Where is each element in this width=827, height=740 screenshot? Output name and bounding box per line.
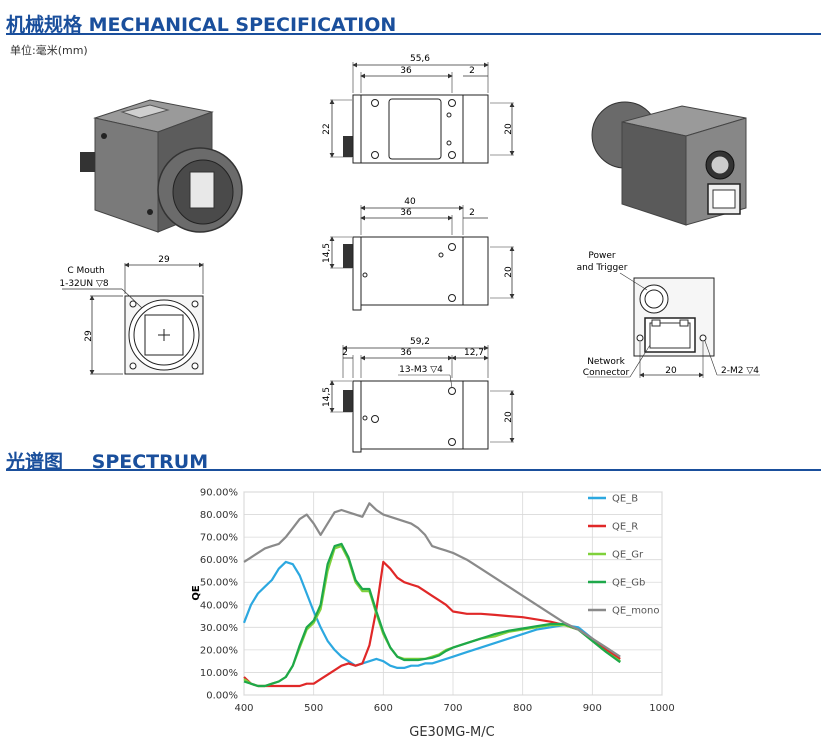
unit-label: 单位:毫米(mm) — [10, 44, 88, 57]
y-tick-label: 60.00% — [200, 555, 238, 566]
mid-offset-dim: 2 — [469, 208, 475, 218]
y-tick-label: 10.00% — [200, 668, 238, 679]
power-label-2: and Trigger — [577, 263, 628, 273]
mid-body-dim: 36 — [400, 208, 412, 218]
y-tick-label: 50.00% — [200, 578, 238, 589]
x-tick-label: 600 — [374, 703, 393, 714]
spectrum-rule — [6, 469, 821, 471]
x-tick-label: 500 — [304, 703, 323, 714]
x-axis-label: GE30MG-M/C — [409, 725, 494, 740]
network-label-2: Connector — [583, 368, 630, 378]
camera-3d-rear-illustration — [591, 101, 747, 226]
y-tick-label: 70.00% — [200, 533, 238, 544]
bottom-overall-dim: 59,2 — [410, 337, 430, 347]
power-label-1: Power — [588, 251, 616, 261]
top-overall-dim: 55,6 — [410, 54, 430, 64]
bottom-body-dim: 36 — [400, 348, 412, 358]
y-tick-label: 90.00% — [200, 488, 238, 499]
front-width-dim: 29 — [158, 255, 170, 265]
bottom-right-offset-dim: 12,7 — [464, 348, 484, 358]
x-tick-label: 700 — [443, 703, 462, 714]
c-mouth-label-1: C Mouth — [67, 266, 104, 276]
mechanical-drawings: 29 29 C Mouth 1-32UN ▽8 55,6 36 2 22 20 — [59, 54, 760, 453]
legend-label: QE_Gb — [612, 578, 645, 589]
legend-label: QE_R — [612, 522, 638, 533]
x-tick-labels: 400 500 600 700 800 900 1000 — [234, 703, 674, 714]
hole-label: 13-M3 ▽4 — [399, 365, 443, 375]
side-view-bottom-drawing — [329, 345, 515, 453]
series-line-qe-gb — [243, 542, 621, 688]
series-line-qe-r — [243, 560, 621, 688]
x-tick-label: 400 — [234, 703, 253, 714]
bottom-height-left-dim: 14,5 — [322, 387, 332, 407]
top-body-dim: 36 — [400, 66, 412, 76]
spectrum-title-en: SPECTRUM — [91, 451, 209, 473]
y-tick-label: 30.00% — [200, 623, 238, 634]
camera-3d-front-illustration — [80, 99, 243, 233]
mid-overall-dim: 40 — [404, 197, 416, 207]
x-tick-label: 1000 — [649, 703, 674, 714]
network-label-1: Network — [587, 357, 625, 367]
top-height-left-dim: 22 — [322, 123, 332, 134]
legend-label: QE_Gr — [612, 550, 644, 561]
mid-height-left-dim: 14,5 — [322, 243, 332, 263]
y-tick-label: 20.00% — [200, 645, 238, 656]
mid-height-right-dim: 20 — [504, 266, 514, 278]
screw-label: 2-M2 ▽4 — [721, 366, 759, 376]
y-tick-labels: 0.00% 10.00% 20.00% 30.00% 40.00% 50.00% 60.00… — [200, 488, 238, 702]
bottom-height-right-dim: 20 — [504, 411, 514, 423]
y-tick-label: 40.00% — [200, 600, 238, 611]
mechanical-title-cn: 机械规格 — [6, 14, 83, 36]
top-offset-dim: 2 — [469, 66, 475, 76]
side-view-mid-drawing — [329, 205, 515, 311]
chart-grid — [243, 491, 663, 696]
spectrum-title: 光谱图 SPECTRUM — [6, 447, 208, 474]
legend-label: QE_mono — [612, 606, 660, 617]
y-axis-label: QE — [191, 585, 202, 601]
y-tick-label: 80.00% — [200, 510, 238, 521]
x-tick-label: 900 — [583, 703, 602, 714]
mechanical-rule — [6, 33, 821, 35]
side-view-top-drawing — [329, 62, 515, 164]
y-tick-label: 0.00% — [206, 691, 238, 702]
series-line-qe-b — [242, 560, 621, 669]
front-view-drawing — [62, 262, 204, 375]
c-mouth-label-2: 1-32UN ▽8 — [59, 279, 109, 289]
front-height-dim: 29 — [84, 330, 94, 342]
rear-width-dim: 20 — [665, 366, 677, 376]
chart-series — [242, 502, 621, 688]
mechanical-title: 机械规格 MECHANICAL SPECIFICATION — [6, 10, 396, 37]
legend-label: QE_B — [612, 494, 638, 505]
bottom-left-offset-dim: 2 — [342, 348, 348, 358]
x-tick-label: 800 — [513, 703, 532, 714]
spectrum-title-cn: 光谱图 — [6, 451, 64, 473]
rear-view-drawing — [587, 272, 760, 378]
series-line-qe-mono — [243, 502, 621, 658]
top-height-right-dim: 20 — [504, 123, 514, 135]
mechanical-title-en: MECHANICAL SPECIFICATION — [88, 14, 397, 36]
